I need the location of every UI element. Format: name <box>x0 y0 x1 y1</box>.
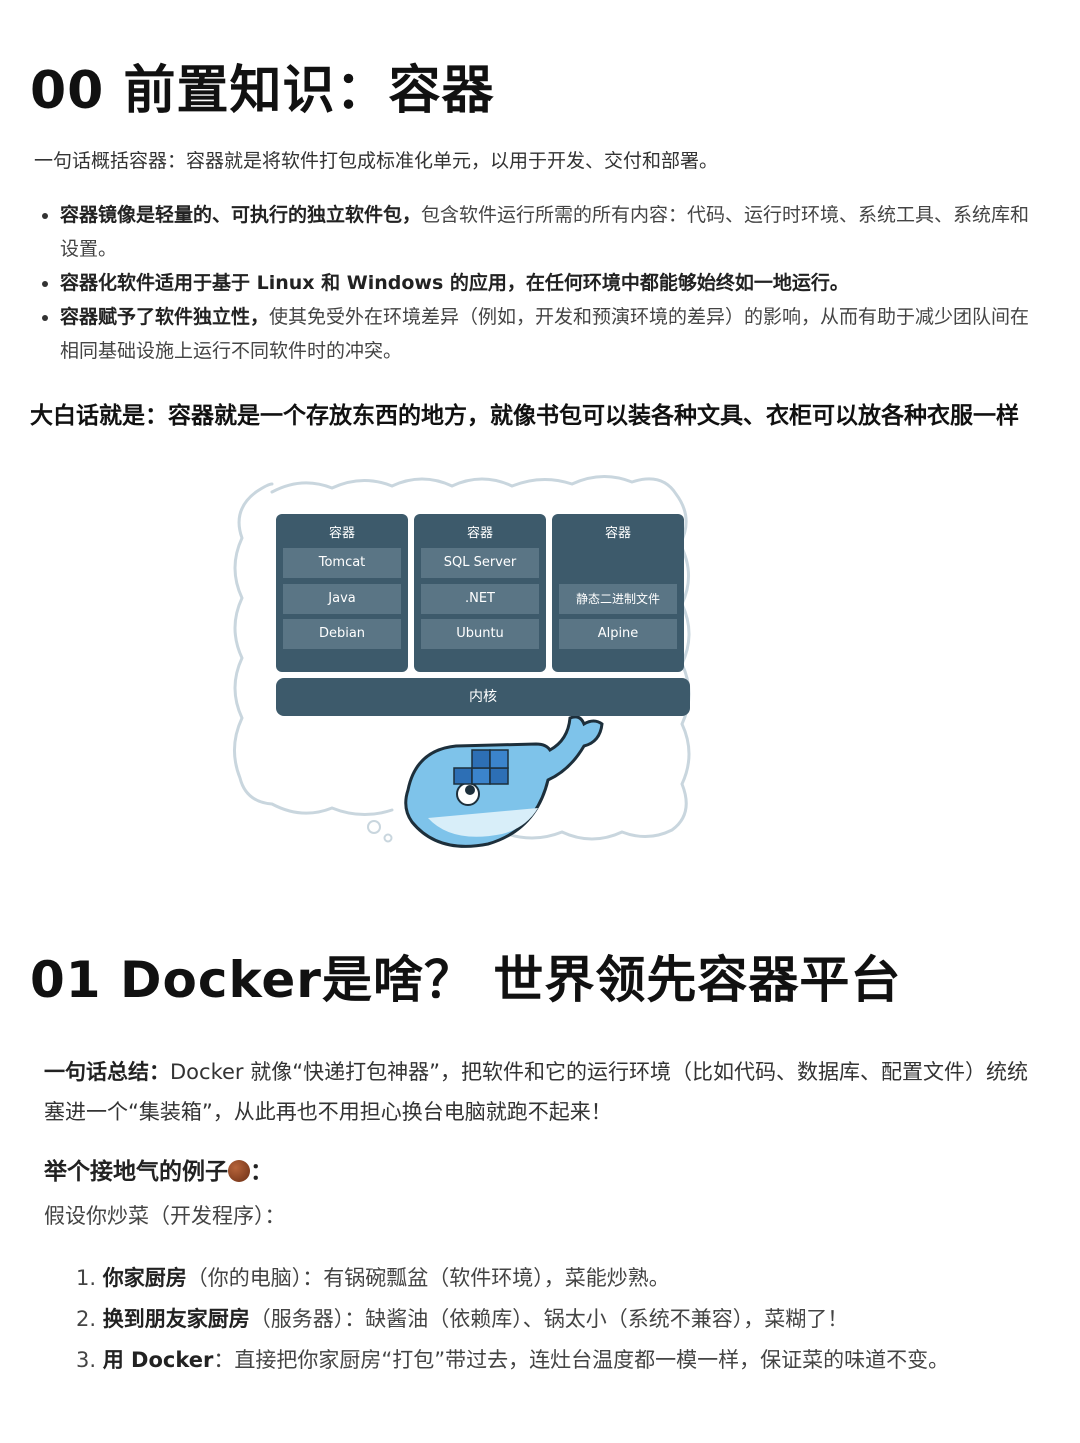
container-layer: SQL Server <box>421 548 539 578</box>
step-text: （服务器）：缺酱油（依赖库）、锅太小（系统不兼容），菜糊了！ <box>249 1307 849 1331</box>
step-item: 3. 用 Docker：直接把你家厨房“打包”带过去，连灶台温度都一模一样，保证… <box>76 1340 1056 1381</box>
container-layer: Alpine <box>559 619 677 649</box>
summary-label: 一句话总结： <box>44 1060 170 1084</box>
container-diagram: 容器 Tomcat Java Debian 容器 SQL Server .NET… <box>232 472 742 884</box>
lead-text: 容器就是将软件打包成标准化单元，以用于开发、交付和部署。 <box>186 150 719 172</box>
step-number: 3. <box>76 1348 97 1372</box>
bullet-item: 容器镜像是轻量的、可执行的独立软件包，包含软件运行所需的所有内容：代码、运行时环… <box>40 198 1040 266</box>
example-heading: 举个接地气的例子 ： <box>44 1152 273 1186</box>
example-title: 举个接地气的例子 <box>44 1159 228 1185</box>
bullet-bold: 容器化软件适用于基于 Linux 和 Windows 的应用，在任何环境中都能够… <box>60 272 849 294</box>
step-text: ：直接把你家厨房“打包”带过去，连灶台温度都一模一样，保证菜的味道不变。 <box>213 1348 950 1372</box>
container-title: 容器 <box>466 526 493 541</box>
container-column: 容器 Tomcat Java Debian <box>276 514 408 672</box>
container-layer: Java <box>283 584 401 614</box>
suppose-text: 假设你炒菜（开发程序）： <box>44 1204 286 1228</box>
summary-paragraph: 一句话总结：Docker 就像“快递打包神器”，把软件和它的运行环境（比如代码、… <box>44 1052 1044 1132</box>
bullet-text: 使其免受外在环境差异（例如，开发和预演环境的差异）的影响，从而有助于减少团队间在… <box>60 306 1030 362</box>
container-layer: Tomcat <box>283 548 401 578</box>
step-item: 1. 你家厨房（你的电脑）：有锅碗瓢盆（软件环境），菜能炒熟。 <box>76 1258 1056 1299</box>
container-column: 容器 静态二进制文件 Alpine <box>552 514 684 672</box>
bullet-text: 包含软件运行所需的所有内容：代码、运行时环境、系统工具、系统库和设置。 <box>60 204 1030 260</box>
thought-cloud <box>233 475 691 848</box>
container-layer: 静态二进制文件 <box>559 584 677 614</box>
step-bold: 换到朋友家厨房 <box>102 1307 250 1331</box>
section-title: 00 前置知识：容器 <box>30 61 495 121</box>
step-bold: 你家厨房 <box>102 1266 187 1290</box>
container-layer: Debian <box>283 619 401 649</box>
bullet-item: 容器赋予了软件独立性，使其免受外在环境差异（例如，开发和预演环境的差异）的影响，… <box>40 300 1040 368</box>
lead-label: 一句话概括容器： <box>34 150 187 172</box>
docker-whale-icon <box>404 715 604 848</box>
bullet-bold: 容器镜像是轻量的、可执行的独立软件包， <box>60 204 422 226</box>
example-colon: ： <box>250 1159 273 1185</box>
bullet-list: 容器镜像是轻量的、可执行的独立软件包，包含软件运行所需的所有内容：代码、运行时环… <box>40 198 1040 368</box>
container-title: 容器 <box>604 526 631 541</box>
chestnut-icon <box>228 1160 250 1182</box>
container-column: 容器 SQL Server .NET Ubuntu <box>414 514 546 672</box>
step-number: 1. <box>76 1266 97 1290</box>
bullet-bold: 容器赋予了软件独立性， <box>60 306 270 328</box>
kernel-bar: 内核 <box>276 678 690 716</box>
steps-list: 1. 你家厨房（你的电脑）：有锅碗瓢盆（软件环境），菜能炒熟。 2. 换到朋友家… <box>76 1258 1056 1381</box>
container-title: 容器 <box>328 526 355 541</box>
step-bold: 用 Docker <box>102 1348 214 1372</box>
summary-text: Docker 就像“快递打包神器”，把软件和它的运行环境（比如代码、数据库、配置… <box>44 1060 1028 1124</box>
bullet-item: 容器化软件适用于基于 Linux 和 Windows 的应用，在任何环境中都能够… <box>40 266 1040 300</box>
step-number: 2. <box>76 1307 97 1331</box>
step-text: （你的电脑）：有锅碗瓢盆（软件环境），菜能炒熟。 <box>186 1266 670 1290</box>
section-title-docker: 01 Docker是啥？ 世界领先容器平台 <box>30 951 902 1009</box>
container-layer: Ubuntu <box>421 619 539 649</box>
container-layer: .NET <box>421 584 539 614</box>
step-item: 2. 换到朋友家厨房（服务器）：缺酱油（依赖库）、锅太小（系统不兼容），菜糊了！ <box>76 1299 1056 1340</box>
plain-words-statement: 大白话就是：容器就是一个存放东西的地方，就像书包可以装各种文具、衣柜可以放各种衣… <box>30 403 1019 429</box>
lead-paragraph: 一句话概括容器：容器就是将软件打包成标准化单元，以用于开发、交付和部署。 <box>34 146 1044 173</box>
